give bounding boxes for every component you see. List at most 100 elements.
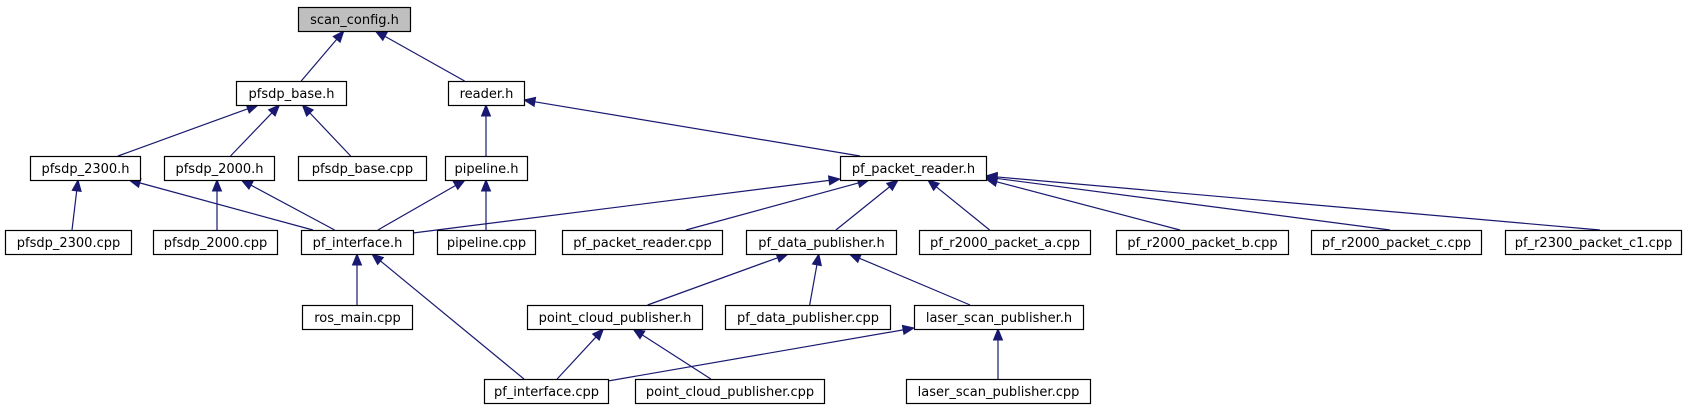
edge-line bbox=[250, 184, 335, 231]
node-pfsdp-base-h[interactable]: pfsdp_base.h bbox=[235, 80, 348, 107]
node-box bbox=[1310, 229, 1483, 256]
node-pfsdp-2000-h[interactable]: pfsdp_2000.h bbox=[163, 155, 276, 182]
node-scan-config-h: scan_config.h bbox=[297, 6, 412, 33]
node-pf-interface-h[interactable]: pf_interface.h bbox=[300, 229, 415, 256]
arrowhead-icon bbox=[71, 178, 82, 193]
node-pf-r2000-packet-b-cpp[interactable]: pf_r2000_packet_b.cpp bbox=[1115, 229, 1290, 256]
edge-line bbox=[859, 257, 971, 306]
edge-pf_interface_cpp-to-laser_scan_publisher_h bbox=[607, 324, 916, 382]
arrowhead-icon bbox=[332, 29, 345, 44]
arrowhead-icon bbox=[452, 179, 467, 191]
node-box bbox=[152, 229, 279, 256]
arrowhead-icon bbox=[211, 178, 223, 192]
edge-pf_r2000_packet_a_cpp-to-pf_packet_reader_h bbox=[926, 179, 991, 231]
node-label: pfsdp_2000.cpp bbox=[164, 236, 267, 251]
node-label: pf_r2000_packet_b.cpp bbox=[1127, 236, 1277, 251]
node-pf-packet-reader-h[interactable]: pf_packet_reader.h bbox=[839, 155, 988, 182]
arrowhead-icon bbox=[374, 30, 389, 42]
node-pfsdp-base-cpp[interactable]: pfsdp_base.cpp bbox=[297, 155, 428, 182]
edge-line bbox=[534, 101, 861, 157]
edge-line bbox=[996, 177, 1391, 231]
arrowhead-icon bbox=[926, 179, 941, 192]
arrowhead-icon bbox=[267, 104, 281, 117]
node-reader-h[interactable]: reader.h bbox=[447, 80, 526, 107]
node-box bbox=[526, 304, 704, 331]
node-pf-packet-reader-cpp[interactable]: pf_packet_reader.cpp bbox=[561, 229, 724, 256]
node-label: pf_r2300_packet_c1.cpp bbox=[1515, 236, 1673, 251]
node-label: point_cloud_publisher.h bbox=[539, 311, 692, 326]
node-laser-scan-publisher-cpp[interactable]: laser_scan_publisher.cpp bbox=[905, 378, 1092, 405]
arrowhead-icon bbox=[885, 179, 900, 192]
arrowhead-icon bbox=[240, 179, 254, 191]
node-pf-r2300-packet-c1-cpp[interactable]: pf_r2300_packet_c1.cpp bbox=[1504, 229, 1683, 256]
node-box bbox=[745, 229, 898, 256]
arrowhead-icon bbox=[591, 328, 605, 342]
node-pf-data-publisher-cpp[interactable]: pf_data_publisher.cpp bbox=[724, 304, 892, 331]
node-label: pf_data_publisher.h bbox=[758, 236, 885, 251]
node-point-cloud-publisher-h[interactable]: point_cloud_publisher.h bbox=[526, 304, 704, 331]
node-label: pf_packet_reader.h bbox=[852, 162, 975, 177]
edge-line bbox=[309, 112, 352, 157]
node-box bbox=[301, 304, 414, 331]
edge-line bbox=[71, 190, 78, 231]
node-box bbox=[561, 229, 724, 256]
edge-pfsdp_2300_h-to-pfsdp_base_h bbox=[117, 104, 260, 157]
edge-line bbox=[412, 179, 830, 234]
node-box bbox=[483, 378, 610, 405]
node-box bbox=[4, 229, 133, 256]
edge-pf_packet_reader_h-to-reader_h bbox=[522, 96, 861, 157]
node-box bbox=[634, 378, 826, 405]
edge-pfsdp_2300_cpp-to-pfsdp_2300_h bbox=[71, 178, 82, 231]
node-laser-scan-publisher-h[interactable]: laser_scan_publisher.h bbox=[913, 304, 1085, 331]
arrowhead-icon bbox=[992, 327, 1004, 341]
edge-pf_data_publisher_cpp-to-pf_data_publisher_h bbox=[809, 252, 822, 306]
node-label: pf_r2000_packet_c.cpp bbox=[1322, 236, 1471, 251]
node-label: pf_interface.cpp bbox=[494, 385, 599, 400]
edges-layer bbox=[71, 29, 1601, 382]
node-pipeline-cpp[interactable]: pipeline.cpp bbox=[436, 229, 537, 256]
arrowhead-icon bbox=[827, 175, 842, 186]
arrowhead-icon bbox=[984, 171, 998, 183]
node-pfsdp-2300-cpp[interactable]: pfsdp_2300.cpp bbox=[4, 229, 133, 256]
node-label: scan_config.h bbox=[310, 13, 399, 28]
arrowhead-icon bbox=[301, 104, 315, 117]
arrowhead-icon bbox=[522, 96, 537, 108]
node-label: pipeline.h bbox=[455, 162, 519, 177]
edge-point_cloud_publisher_h-to-pf_data_publisher_h bbox=[647, 252, 790, 306]
node-label: pf_r2000_packet_a.cpp bbox=[930, 236, 1080, 251]
node-label: laser_scan_publisher.cpp bbox=[918, 385, 1080, 400]
node-point-cloud-publisher-cpp[interactable]: point_cloud_publisher.cpp bbox=[634, 378, 826, 405]
node-box bbox=[444, 155, 529, 182]
node-label: pf_interface.h bbox=[313, 236, 403, 251]
edge-line bbox=[685, 182, 859, 231]
node-pipeline-h[interactable]: pipeline.h bbox=[444, 155, 529, 182]
edge-line bbox=[607, 329, 904, 382]
edge-line bbox=[809, 264, 818, 306]
edge-line bbox=[642, 334, 712, 380]
arrowhead-icon bbox=[848, 253, 863, 264]
edge-laser_scan_publisher_h-to-pf_data_publisher_h bbox=[848, 253, 971, 306]
edge-pf_interface_h-to-pfsdp_2000_h bbox=[240, 179, 335, 231]
edge-line bbox=[936, 186, 991, 231]
edge-line bbox=[996, 181, 1181, 231]
edge-pfsdp_2000_h-to-pfsdp_base_h bbox=[230, 104, 281, 157]
arrowhead-icon bbox=[480, 178, 492, 192]
node-pf-r2000-packet-c-cpp[interactable]: pf_r2000_packet_c.cpp bbox=[1310, 229, 1483, 256]
edge-ros_main_cpp-to-pf_interface_h bbox=[351, 252, 363, 305]
node-pfsdp-2000-cpp[interactable]: pfsdp_2000.cpp bbox=[152, 229, 279, 256]
node-pf-r2000-packet-a-cpp[interactable]: pf_r2000_packet_a.cpp bbox=[918, 229, 1092, 256]
edge-point_cloud_publisher_cpp-to-point_cloud_publisher_h bbox=[632, 328, 712, 380]
edge-pf_interface_h-to-pfsdp_2300_h bbox=[127, 177, 314, 231]
edge-pf_interface_h-to-pipeline_h bbox=[377, 179, 467, 231]
node-pf-data-publisher-h[interactable]: pf_data_publisher.h bbox=[745, 229, 898, 256]
edge-pf_r2000_packet_c_cpp-to-pf_packet_reader_h bbox=[984, 173, 1391, 231]
edge-pf_interface_cpp-to-pf_interface_h bbox=[370, 253, 525, 380]
node-box bbox=[29, 155, 142, 182]
node-pf-interface-cpp[interactable]: pf_interface.cpp bbox=[483, 378, 610, 405]
edge-pf_r2000_packet_b_cpp-to-pf_packet_reader_h bbox=[984, 176, 1181, 231]
node-ros-main-cpp[interactable]: ros_main.cpp bbox=[301, 304, 414, 331]
node-label: pf_packet_reader.cpp bbox=[573, 236, 712, 251]
edge-pfsdp_2000_cpp-to-pfsdp_2000_h bbox=[211, 178, 223, 230]
node-box bbox=[913, 304, 1085, 331]
node-pfsdp-2300-h[interactable]: pfsdp_2300.h bbox=[29, 155, 142, 182]
